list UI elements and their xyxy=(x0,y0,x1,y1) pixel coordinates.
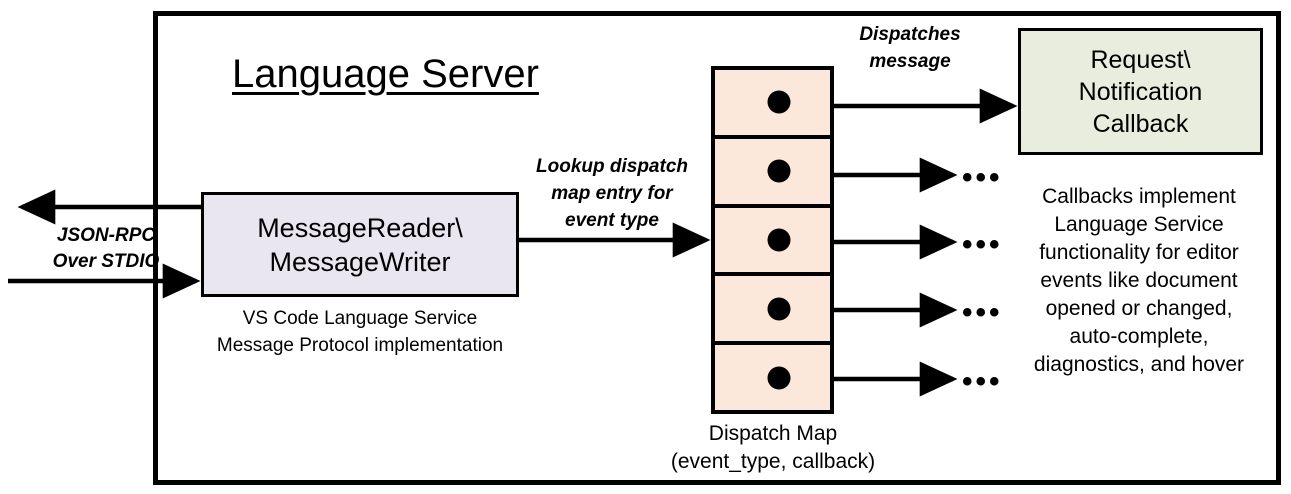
callback-pointer-dot xyxy=(767,159,791,183)
callback-pointer-dot xyxy=(767,228,791,252)
message-reader-writer-box[interactable]: MessageReader\ MessageWriter xyxy=(201,192,519,297)
lookup-label-line-1: Lookup dispatch xyxy=(536,156,688,177)
transport-label: JSON-RPC Over STDIO xyxy=(32,223,180,275)
callback-caption-line-2: Language Service xyxy=(1054,213,1224,236)
callback-pointer-dot xyxy=(767,297,791,321)
callback-caption-line-3: functionality for editor xyxy=(1039,241,1239,264)
dispatch-map-row-2[interactable] xyxy=(715,139,830,208)
transport-label-line-1: JSON-RPC xyxy=(56,225,156,246)
lookup-label-line-3: event type xyxy=(565,210,659,231)
ellipsis-row-3: ••• xyxy=(962,228,1003,261)
message-io-caption-line-2: Message Protocol implementation xyxy=(216,335,504,356)
dispatches-label-line-2: message xyxy=(869,51,951,72)
callback-line-3: Callback xyxy=(1092,109,1189,138)
dispatch-map-table[interactable] xyxy=(711,66,834,414)
dispatch-map-row-1[interactable] xyxy=(715,70,830,139)
dispatch-map-row-5[interactable] xyxy=(715,345,830,410)
dispatch-map-caption-line-1: Dispatch Map xyxy=(708,422,838,445)
dispatch-map-row-4[interactable] xyxy=(715,276,830,346)
dispatches-label-line-1: Dispatches xyxy=(859,24,961,45)
ellipsis-row-2: ••• xyxy=(962,161,1003,194)
callback-caption-line-6: auto-complete, xyxy=(1069,325,1209,348)
message-io-caption-line-1: VS Code Language Service xyxy=(242,308,478,329)
message-reader-writer-caption: VS Code Language Service Message Protoco… xyxy=(201,305,519,359)
callback-line-1: Request\ xyxy=(1090,45,1191,74)
language-server-boundary xyxy=(153,11,1281,485)
callback-caption-line-5: opened or changed, xyxy=(1045,297,1233,320)
callback-line-2: Notification xyxy=(1078,77,1203,106)
transport-label-line-2: Over STDIO xyxy=(52,251,160,272)
callback-caption-line-1: Callbacks implement xyxy=(1042,185,1236,208)
lookup-dispatch-label: Lookup dispatch map entry for event type xyxy=(521,153,703,234)
message-io-line-2: MessageWriter xyxy=(269,246,451,277)
callback-pointer-dot xyxy=(767,366,791,390)
callback-caption-line-7: diagnostics, and hover xyxy=(1033,353,1245,376)
callback-pointer-dot xyxy=(767,90,791,114)
request-notification-callback-box[interactable]: Request\ Notification Callback xyxy=(1018,28,1263,155)
message-io-line-1: MessageReader\ xyxy=(257,212,463,243)
page-title: Language Server xyxy=(232,52,539,96)
dispatch-map-caption-line-2: (event_type, callback) xyxy=(670,450,876,473)
callback-caption-line-4: events like document xyxy=(1040,269,1238,292)
dispatches-message-label: Dispatches message xyxy=(840,21,980,75)
lookup-label-line-2: map entry for xyxy=(551,183,673,204)
dispatch-map-row-3[interactable] xyxy=(715,208,830,277)
callback-caption: Callbacks implement Language Service fun… xyxy=(1008,183,1270,379)
ellipsis-row-4: ••• xyxy=(962,296,1003,329)
dispatch-map-caption: Dispatch Map (event_type, callback) xyxy=(640,420,906,476)
ellipsis-row-5: ••• xyxy=(962,365,1003,398)
